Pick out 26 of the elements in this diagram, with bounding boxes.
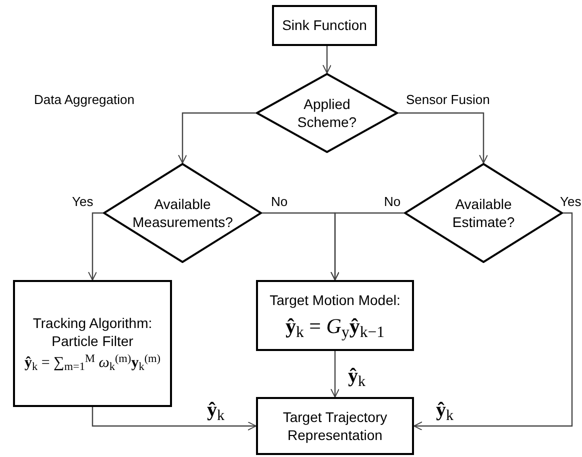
node-label: Available Measurements?: [132, 194, 232, 232]
arrow: [88, 212, 103, 280]
node-label: Available Estimate?: [451, 194, 516, 232]
arrow: [414, 212, 573, 430]
signal-label: ŷ$_{k}$: [436, 399, 454, 421]
node-label: Target Trajectory Representation: [282, 408, 388, 444]
edge-label: ŷ$_{k}$: [207, 399, 224, 421]
formula: ŷ$_{k}$ = G$_{y}$ŷ$_{k−1}$: [286, 313, 384, 340]
arrow: [330, 212, 404, 280]
process-box: [272, 5, 377, 46]
process-box: [256, 397, 414, 455]
node-label: Sink Function: [282, 16, 367, 35]
decision-diamond: [256, 73, 398, 153]
node-label: Tracking Algorithm: Particle Filter: [32, 314, 154, 350]
node-label: Applied Scheme?: [296, 94, 358, 132]
decision-diamond: [103, 163, 262, 263]
process-box: [13, 280, 172, 407]
edge-label: ŷ$_{k}$: [348, 365, 366, 387]
arrow: [398, 112, 488, 164]
process-box: [256, 280, 414, 351]
arrow: [322, 46, 332, 74]
arrow: [330, 351, 340, 398]
arrow: [92, 407, 256, 430]
arrow: [178, 112, 256, 164]
edge-label: Data Aggregation: [34, 92, 134, 108]
node-label: Target Motion Model:: [270, 291, 400, 310]
